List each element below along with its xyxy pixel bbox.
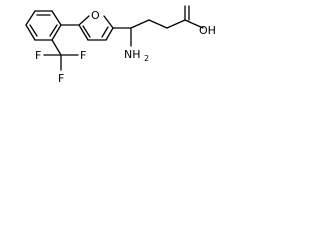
amine-subscript: 2	[144, 54, 149, 63]
molecule-structure: O OH F F F NH 2	[25, 5, 216, 85]
bond	[51, 24, 62, 41]
bond	[101, 26, 109, 38]
bond	[166, 19, 186, 29]
atom-fluorine-right: F	[80, 49, 86, 62]
bond	[105, 27, 114, 41]
bond	[25, 24, 36, 41]
bond	[25, 10, 36, 26]
bond	[51, 39, 62, 56]
bond	[29, 24, 38, 37]
bond	[184, 19, 204, 29]
amine-label: NH	[124, 48, 141, 61]
atom-fluorine-left: F	[35, 49, 41, 62]
atom-oxygen-furan: O	[91, 9, 100, 22]
bond	[82, 25, 91, 38]
bond	[49, 24, 58, 37]
bond	[78, 24, 89, 41]
atom-hydroxyl: OH	[199, 24, 216, 37]
bond	[130, 19, 150, 29]
bond	[51, 10, 62, 26]
bond	[78, 15, 90, 26]
atom-amine: NH 2	[124, 48, 149, 63]
atom-fluorine-bottom: F	[58, 72, 64, 85]
bond	[148, 19, 168, 29]
benzene-ring	[25, 10, 62, 41]
furan-ring	[78, 15, 114, 41]
bond	[103, 15, 114, 29]
